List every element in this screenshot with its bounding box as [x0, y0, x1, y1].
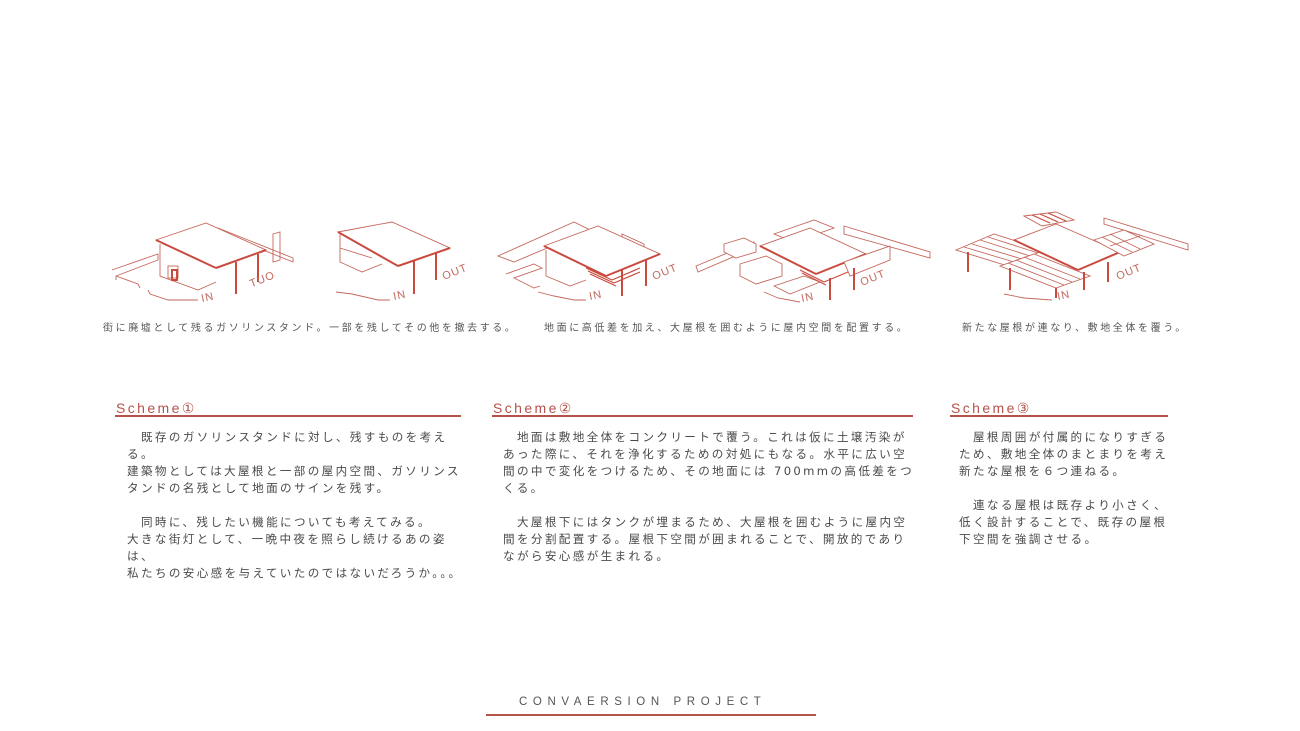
caption-scheme-1: 街に廃墟として残るガソリンスタンド。一部を残してその他を撤去する。: [103, 323, 518, 334]
scheme-1-title: Scheme①: [116, 400, 197, 416]
scheme-3-paragraph: 連なる屋根は既存より小さく、 低く設計することで、既存の屋根 下空間を強調させる…: [959, 498, 1168, 546]
in-ground-sign: IN: [1056, 288, 1071, 302]
diagram-partial-retention: IN OUT: [332, 220, 482, 305]
scheme-3-divider: [950, 415, 1168, 417]
in-ground-sign: IN: [200, 290, 215, 304]
scheme-3-title: Scheme③: [951, 400, 1032, 416]
diagram-enclosed-spaces: IN OUT: [694, 216, 934, 306]
scheme-1-paragraph: 既存のガソリンスタンドに対し、残すものを考える。 建築物としては大屋根と一部の屋…: [127, 430, 461, 495]
caption-scheme-3: 新たな屋根が連なり、敷地全体を覆う。: [962, 323, 1188, 334]
scheme-2-title: Scheme②: [493, 400, 574, 416]
scheme-1-text: 既存のガソリンスタンドに対し、残すものを考える。 建築物としては大屋根と一部の屋…: [127, 429, 472, 599]
diagram-level-changes: IN OUT: [494, 216, 679, 306]
caption-scheme-2: 地面に高低差を加え、大屋根を囲むように屋内空間を配置する。: [544, 323, 910, 334]
in-ground-sign: IN: [588, 288, 603, 302]
in-ground-sign: IN: [392, 288, 407, 302]
scheme-2-text: 地面は敷地全体をコンクリートで覆う。これは仮に土壌汚染が あった際に、それを浄化…: [503, 429, 923, 582]
footer-divider: [486, 714, 816, 716]
scheme-2-paragraph: 大屋根下にはタンクが埋まるため、大屋根を囲むように屋内空 間を分割配置する。屋根…: [503, 515, 908, 563]
out-ground-sign: OUT: [247, 270, 276, 291]
scheme-2-paragraph: 地面は敷地全体をコンクリートで覆う。これは仮に土壌汚染が あった際に、それを浄化…: [503, 430, 915, 495]
out-ground-sign: OUT: [651, 262, 680, 283]
scheme-1-divider: [115, 415, 461, 417]
out-ground-sign: OUT: [441, 262, 470, 283]
diagram-connected-roofs: IN OUT: [944, 210, 1194, 305]
out-ground-sign: OUT: [1115, 262, 1144, 283]
scheme-3-text: 屋根周囲が付属的になりすぎる ため、敷地全体のまとまりを考え 新たな屋根を６つ連…: [959, 429, 1189, 565]
diagram-existing-gas-station: IN OUT: [108, 218, 298, 308]
in-ground-sign: IN: [800, 290, 815, 304]
project-title: CONVAERSION PROJECT: [519, 696, 767, 708]
scheme-2-divider: [492, 415, 913, 417]
scheme-1-paragraph: 同時に、残したい機能についても考えてみる。 大きな街灯として、一晩中夜を照らし続…: [127, 515, 463, 580]
scheme-3-paragraph: 屋根周囲が付属的になりすぎる ため、敷地全体のまとまりを考え 新たな屋根を６つ連…: [959, 430, 1169, 478]
